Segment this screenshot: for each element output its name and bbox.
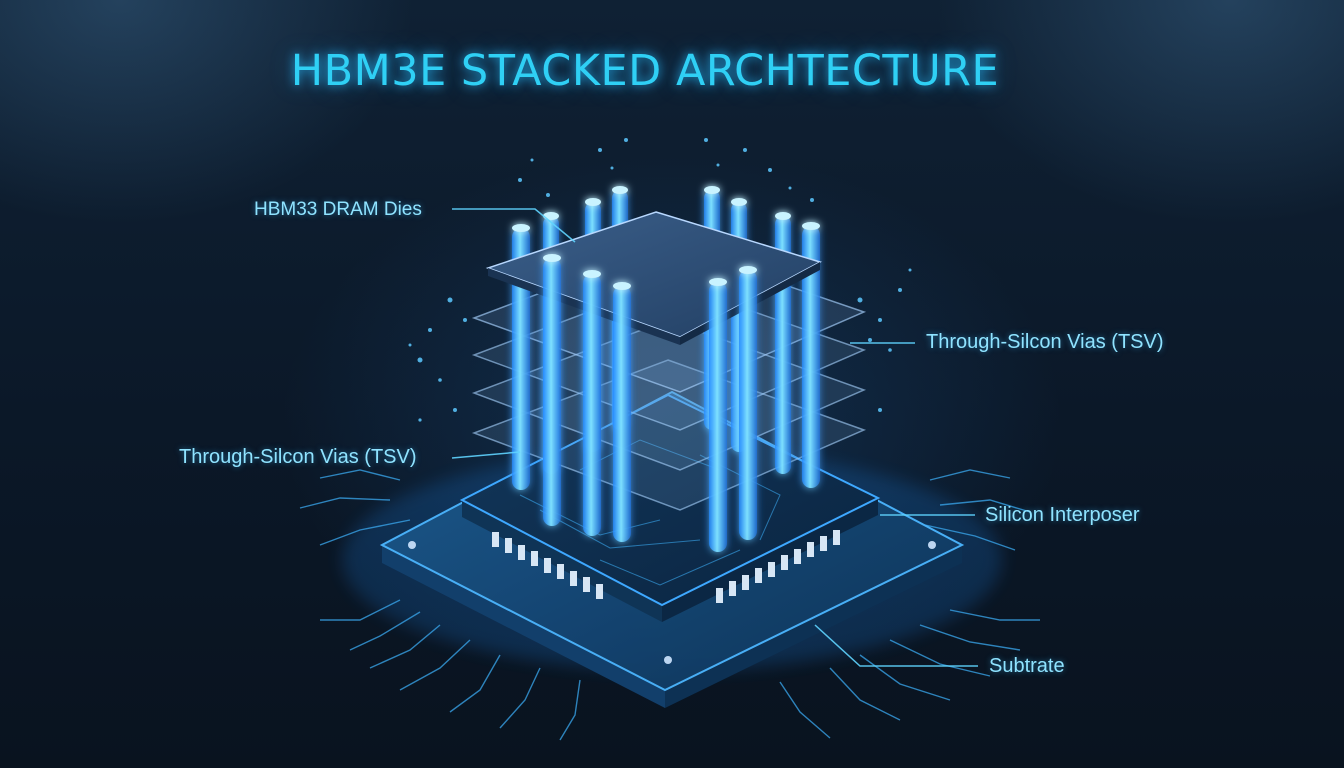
tsv-pillar xyxy=(512,228,530,490)
label-tsv-right: Through-Silcon Vias (TSV) xyxy=(926,331,1164,353)
interposer-pins-left xyxy=(492,532,603,599)
leader-dram-dies xyxy=(452,208,576,243)
circuit-traces xyxy=(299,469,1040,741)
label-tsv-left: Through-Silcon Vias (TSV) xyxy=(179,446,417,468)
leader-tsv-left xyxy=(451,451,521,459)
label-substrate: Subtrate xyxy=(989,655,1065,677)
substrate-side-left xyxy=(382,545,665,708)
leader-lines xyxy=(451,208,978,667)
silicon-interposer-side-left xyxy=(462,500,662,622)
tsv-caps xyxy=(512,186,820,290)
interposer-pins-right xyxy=(716,530,840,603)
tsv-pillars-front xyxy=(543,258,757,552)
dram-die-layer xyxy=(471,281,867,431)
diagram-title: HBM3E STACKED ARCHTECTURE xyxy=(290,46,1000,96)
tsv-pillar xyxy=(613,286,631,542)
label-dram-dies: HBM33 DRAM Dies xyxy=(254,199,422,220)
tsv-pillar xyxy=(709,282,727,552)
tsv-pillar xyxy=(802,226,820,488)
leader-substrate xyxy=(814,624,978,667)
substrate-screws xyxy=(408,541,936,664)
tsv-pillar xyxy=(543,258,561,526)
tsv-pillar xyxy=(583,274,601,536)
dram-die-layer xyxy=(471,359,867,511)
label-silicon-interposer: Silicon Interposer xyxy=(985,504,1140,526)
tsv-pillar xyxy=(739,270,757,540)
particles xyxy=(408,138,912,422)
substrate-side-right xyxy=(665,545,962,708)
dram-die-layer xyxy=(471,319,867,471)
